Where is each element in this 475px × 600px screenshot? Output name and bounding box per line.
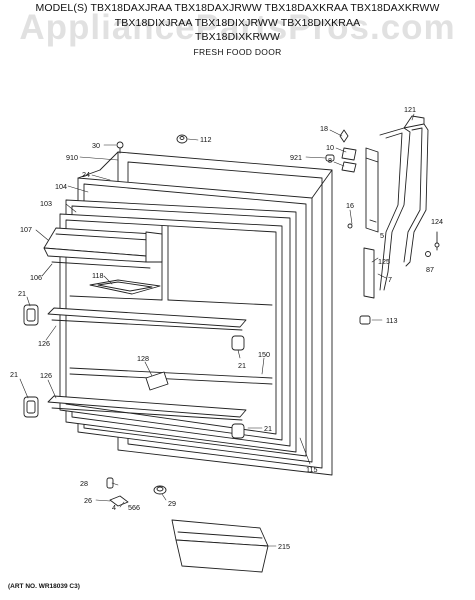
callout-26: 26 (84, 496, 92, 505)
info-card (145, 371, 169, 391)
callout-107: 107 (20, 225, 32, 234)
callout-121: 121 (404, 105, 416, 114)
callout-104: 104 (55, 182, 67, 191)
door-handle (379, 115, 429, 291)
callout-126-lower: 126 (40, 371, 52, 380)
callout-5: 5 (380, 231, 384, 240)
callout-16: 16 (346, 201, 354, 210)
lower-shelf-bar (47, 395, 247, 421)
callout-128: 128 (137, 354, 149, 363)
upper-shelf-bar (47, 307, 247, 331)
callout-87: 87 (426, 265, 434, 274)
callout-24: 24 (82, 170, 90, 179)
callout-103: 103 (40, 199, 52, 208)
callout-115: 115 (306, 465, 317, 474)
callout-21-bottom: 21 (264, 424, 272, 433)
callout-112: 112 (200, 135, 211, 144)
watermark: AppliancePartsPros.com (19, 8, 456, 47)
hinge-hardware (325, 129, 379, 325)
model-list-line-1: MODEL(S) TBX18DAXJRAA TBX18DAXJRWW TBX18… (35, 2, 440, 14)
callout-113: 113 (386, 316, 397, 325)
section-title: FRESH FOOD DOOR (193, 47, 282, 57)
callout-30: 30 (92, 141, 100, 150)
callout-18: 18 (320, 124, 328, 133)
plug-112 (176, 134, 188, 144)
callout-215: 215 (278, 542, 290, 551)
dairy-compartment (43, 227, 163, 269)
callout-921: 921 (290, 153, 302, 162)
callout-labels: 30 112 910 24 104 103 107 106 118 21 126… (10, 105, 443, 551)
art-number: (ART NO. WR18039 C3) (8, 583, 80, 590)
callout-28: 28 (80, 479, 88, 488)
screw-30 (116, 141, 124, 154)
callout-118: 118 (92, 271, 103, 280)
callout-10: 10 (326, 143, 334, 152)
callout-21-middle: 21 (238, 361, 246, 370)
callout-4: 4 (112, 503, 116, 512)
callout-21-upper: 21 (18, 289, 26, 298)
spring-28 (106, 477, 114, 489)
bearing-29 (153, 485, 167, 495)
callout-150: 150 (258, 350, 270, 359)
callout-124: 124 (431, 217, 443, 226)
callout-21-lower: 21 (10, 370, 18, 379)
callout-8: 8 (328, 156, 332, 165)
bracket-26 (109, 495, 129, 507)
callout-7: 7 (388, 275, 392, 284)
model-list-line-2: TBX18DIXJRAA TBX18DIXJRWW TBX18DIXKRAA (114, 17, 361, 29)
leader-lines (19, 113, 415, 547)
model-list-line-3: TBX18DIXKRWW (194, 31, 281, 43)
door-liner (59, 213, 283, 441)
screw-87 (425, 251, 431, 257)
callout-29: 29 (168, 499, 176, 508)
callout-125: 125 (378, 257, 390, 266)
callout-566: 566 (128, 503, 140, 512)
callout-106: 106 (30, 273, 42, 282)
shelf-end-caps (23, 304, 245, 439)
handle-clip-124 (434, 231, 440, 251)
callout-126-upper: 126 (38, 339, 50, 348)
door-bin (171, 519, 269, 573)
callout-910: 910 (66, 153, 78, 162)
